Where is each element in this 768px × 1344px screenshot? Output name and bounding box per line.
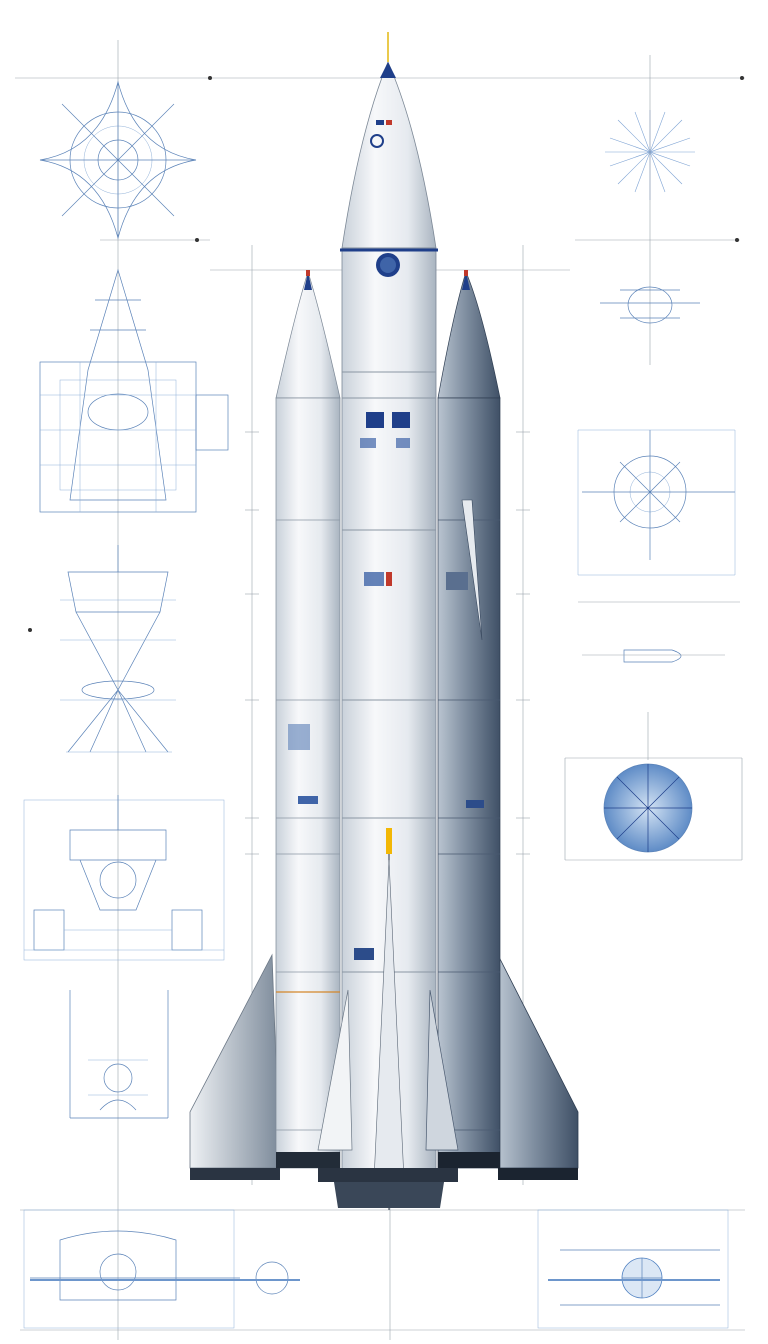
left-booster [275,270,341,1169]
right-booster [437,270,501,1169]
schematic-engine-left [23,795,225,961]
schematic-dish-right [564,712,743,861]
schematic-tower-left [39,268,229,513]
schematic-pod-right [582,649,725,663]
core-stage [190,32,578,1210]
schematic-top-view-left [39,80,197,240]
schematic-ring-right [600,286,700,324]
rocket [189,32,579,1210]
schematic-bottom-right [537,1209,729,1329]
schematic-bottom-left [23,1209,300,1329]
schematic-star-right [605,55,695,365]
left-fin [189,953,281,1169]
schematic-radial-right [577,429,740,603]
right-fin [497,954,579,1169]
schematic-small-part-left [69,990,169,1119]
schematic-lander-left [60,545,176,753]
